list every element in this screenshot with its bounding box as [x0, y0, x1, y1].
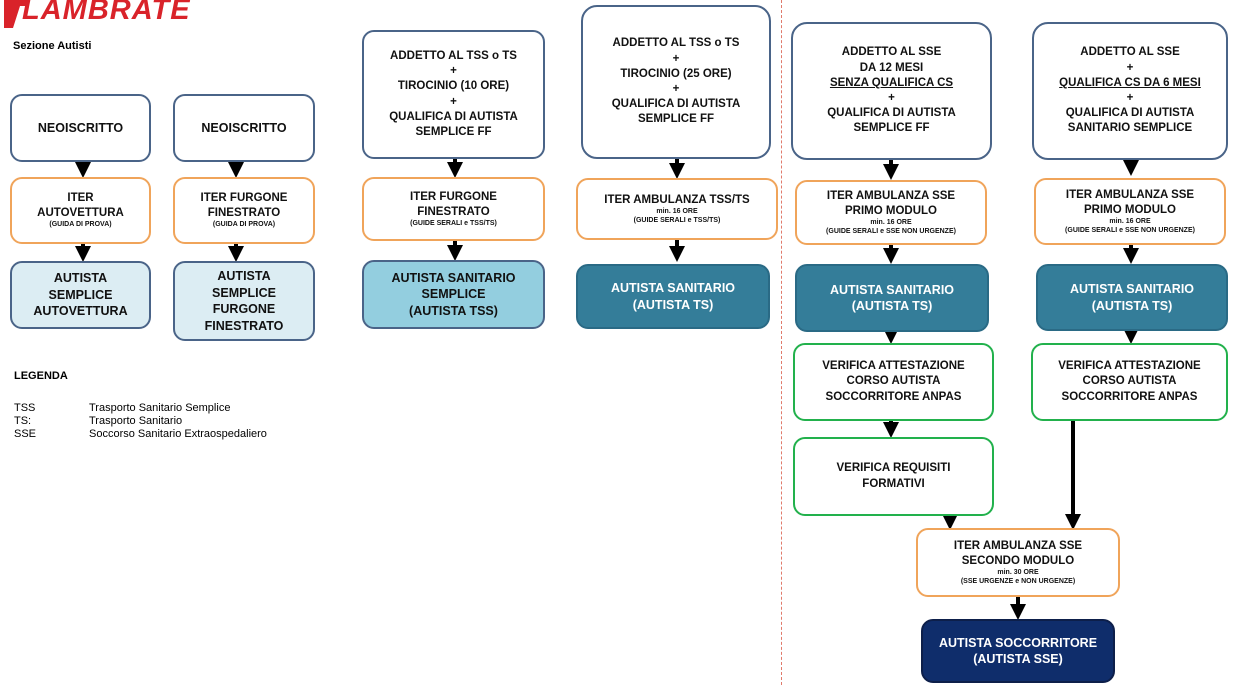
col2-iter-box: ITER FURGONE FINESTRATO (GUIDA DI PROVA) [173, 177, 315, 244]
final-iter-title: ITER AMBULANZA SSE SECONDO MODULO [953, 539, 1083, 568]
col4-result-box: AUTISTA SANITARIO (AUTISTA TS) [576, 264, 770, 329]
col3-iter-title: ITER FURGONE FINESTRATO [410, 190, 497, 218]
final-result-box: AUTISTA SOCCORRITORE (AUTISTA SSE) [921, 619, 1115, 683]
legend-title: LEGENDA [14, 370, 68, 382]
final-result-l1: AUTISTA SOCCORRITORE [938, 635, 1098, 650]
col4-plus-1: + [672, 52, 680, 65]
col1-start-box: NEOISCRITTO [10, 94, 151, 162]
col2-iter-note: (GUIDA DI PROVA) [212, 221, 276, 229]
col1-result-box: AUTISTA SEMPLICE AUTOVETTURA [10, 261, 151, 329]
col6-start-l2: QUALIFICA CS DA 6 MESI [1059, 76, 1201, 89]
col5-start-l3: SENZA QUALIFICA CS [829, 76, 954, 89]
col5-start-l4: QUALIFICA DI AUTISTA SEMPLICE FF [827, 107, 956, 135]
col3-plus-1: + [450, 65, 457, 78]
col5-result-l1: AUTISTA SANITARIO [829, 282, 955, 297]
final-iter-box: ITER AMBULANZA SSE SECONDO MODULO min. 3… [916, 528, 1120, 597]
col3-result-l1: AUTISTA SANITARIO SEMPLICE [391, 270, 516, 302]
section-divider [781, 0, 782, 685]
col4-iter-note: (GUIDE SERALI e TSS/TS) [633, 216, 721, 224]
col3-result-box: AUTISTA SANITARIO SEMPLICE (AUTISTA TSS) [362, 260, 545, 329]
col5-result-l2: (AUTISTA TS) [851, 299, 933, 313]
col5-verify1: VERIFICA ATTESTAZIONE CORSO AUTISTA SOCC… [822, 360, 965, 403]
legend-text: Trasporto Sanitario Semplice [89, 402, 231, 414]
col6-start-box: ADDETTO AL SSE + QUALIFICA CS DA 6 MESI … [1032, 22, 1228, 160]
col4-start-l1: ADDETTO AL TSS o TS [612, 37, 740, 50]
col5-start-l2: DA 12 MESI [859, 61, 924, 74]
legend-abbr: SSE [14, 428, 37, 440]
col6-verify1: VERIFICA ATTESTAZIONE CORSO AUTISTA SOCC… [1058, 360, 1201, 403]
col6-result-l2: (AUTISTA TS) [1091, 298, 1173, 313]
col3-start-l1: ADDETTO AL TSS o TS [390, 49, 517, 62]
col1-iter-title: ITER AUTOVETTURA [37, 192, 124, 220]
col1-result: AUTISTA SEMPLICE AUTOVETTURA [33, 271, 128, 319]
col3-start-box: ADDETTO AL TSS o TS + TIROCINIO (10 ORE)… [362, 30, 545, 159]
final-iter-note: (SSE URGENZE e NON URGENZE) [960, 577, 1076, 585]
col5-iter-title: ITER AMBULANZA SSE PRIMO MODULO [826, 189, 956, 218]
col6-verify-attestazione-box: VERIFICA ATTESTAZIONE CORSO AUTISTA SOCC… [1031, 343, 1228, 421]
col4-result-l2: (AUTISTA TS) [632, 297, 714, 312]
col5-start-l1: ADDETTO AL SSE [841, 46, 942, 59]
col5-iter-min: min. 16 ORE [870, 219, 912, 227]
col6-iter-note: (GUIDE SERALI e SSE NON URGENZE) [1065, 226, 1195, 234]
col5-start-box: ADDETTO AL SSE DA 12 MESI SENZA QUALIFIC… [791, 22, 992, 160]
legend-text: Trasporto Sanitario [89, 415, 183, 427]
col3-result-l2: (AUTISTA TSS) [409, 303, 498, 318]
col6-plus-1: + [1126, 61, 1134, 74]
legend-abbr: TSS [14, 402, 36, 414]
col4-iter-min: min. 16 ORE [656, 208, 698, 216]
col6-result-l1: AUTISTA SANITARIO [1069, 282, 1195, 296]
col4-plus-2: + [672, 83, 680, 95]
col5-verify-attestazione-box: VERIFICA ATTESTAZIONE CORSO AUTISTA SOCC… [793, 343, 994, 421]
col6-result-box: AUTISTA SANITARIO (AUTISTA TS) [1036, 264, 1228, 331]
legend-text: Soccorso Sanitario Extraospedaliero [89, 428, 267, 440]
col6-iter-min: min. 16 ORE [1109, 218, 1151, 226]
logo-text: LAMBRATE [22, 0, 191, 26]
col5-verify-requisiti-box: VERIFICA REQUISITI FORMATIVI [793, 437, 994, 516]
col1-iter-note: (GUIDA DI PROVA) [49, 221, 112, 229]
col3-plus-2: + [450, 95, 457, 108]
final-result-l2: (AUTISTA SSE) [973, 652, 1063, 666]
col1-iter-box: ITER AUTOVETTURA (GUIDA DI PROVA) [10, 177, 151, 244]
col2-start-box: NEOISCRITTO [173, 94, 315, 162]
col4-result-l1: AUTISTA SANITARIO [610, 281, 736, 295]
col6-iter-box: ITER AMBULANZA SSE PRIMO MODULO min. 16 … [1034, 178, 1226, 245]
col4-iter-box: ITER AMBULANZA TSS/TS min. 16 ORE (GUIDE… [576, 178, 778, 240]
col5-verify2: VERIFICA REQUISITI FORMATIVI [836, 462, 951, 490]
col6-start-l1: ADDETTO AL SSE [1080, 46, 1180, 59]
col2-iter-title: ITER FURGONE FINESTRATO [200, 192, 288, 220]
col3-start-l3: QUALIFICA DI AUTISTA SEMPLICE FF [389, 110, 518, 138]
col5-plus: + [888, 92, 895, 104]
col5-iter-note: (GUIDE SERALI e SSE NON URGENZE) [826, 227, 956, 235]
col2-start: NEOISCRITTO [201, 120, 287, 135]
col6-start-l3: QUALIFICA DI AUTISTA SANITARIO SEMPLICE [1065, 107, 1195, 135]
lambrate-logo [4, 0, 29, 28]
col5-iter-box: ITER AMBULANZA SSE PRIMO MODULO min. 16 … [795, 180, 987, 245]
section-title: Sezione Autisti [13, 40, 92, 52]
col6-plus-2: + [1126, 92, 1134, 104]
legend-abbr: TS: [14, 415, 32, 427]
col5-result-box: AUTISTA SANITARIO (AUTISTA TS) [795, 264, 989, 332]
col2-result-box: AUTISTA SEMPLICE FURGONE FINESTRATO [173, 261, 315, 341]
col3-iter-box: ITER FURGONE FINESTRATO (GUIDE SERALI e … [362, 177, 545, 241]
col4-start-l2: TIROCINIO (25 ORE) [620, 67, 732, 80]
col6-iter-title: ITER AMBULANZA SSE PRIMO MODULO [1065, 188, 1195, 217]
col2-result: AUTISTA SEMPLICE FURGONE FINESTRATO [204, 269, 284, 333]
col3-start-l2: TIROCINIO (10 ORE) [397, 80, 510, 93]
col4-start-l3: QUALIFICA DI AUTISTA SEMPLICE FF [611, 98, 741, 126]
col4-iter-title: ITER AMBULANZA TSS/TS [604, 194, 750, 207]
col1-start: NEOISCRITTO [37, 120, 124, 135]
col3-iter-note: (GUIDE SERALI e TSS/TS) [410, 219, 497, 227]
col4-start-box: ADDETTO AL TSS o TS + TIROCINIO (25 ORE)… [581, 5, 771, 159]
final-iter-min: min. 30 ORE [997, 569, 1039, 577]
